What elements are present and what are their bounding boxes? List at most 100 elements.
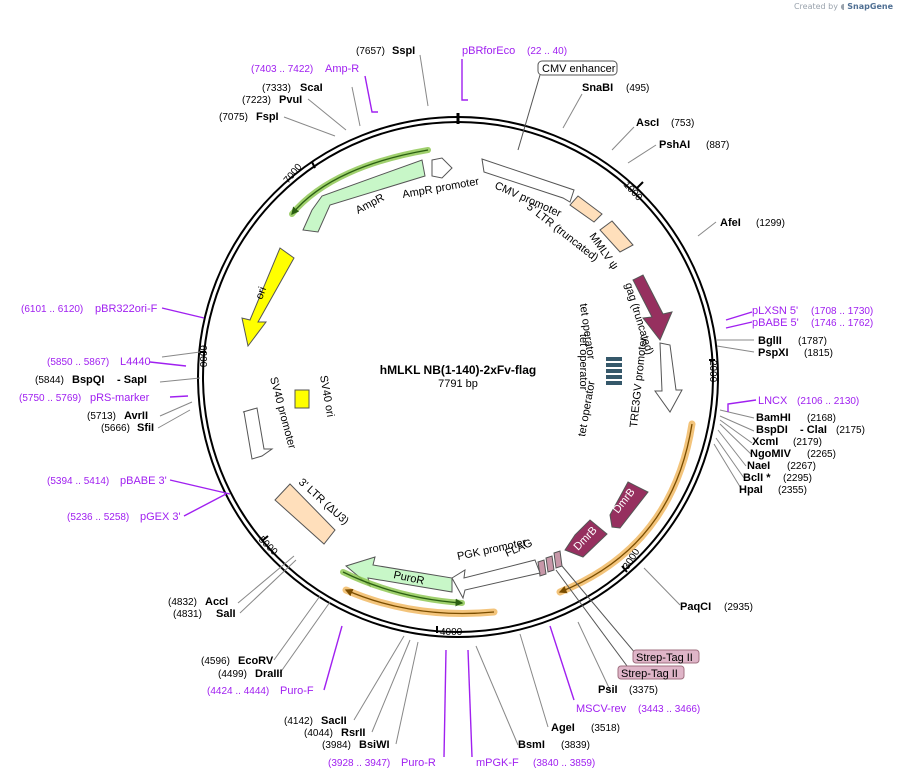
site-xcmi[interactable]: XcmI xyxy=(752,436,778,448)
feature-tre3gv-promoter[interactable] xyxy=(654,342,683,413)
label-strep-tag-2: Strep-Tag II xyxy=(621,668,678,680)
site-bglii[interactable]: BglII xyxy=(758,335,782,347)
label-sv40-ori: SV40 ori xyxy=(317,374,336,418)
feature-flag-3[interactable] xyxy=(553,550,563,569)
primer-pbrforeco[interactable]: pBRforEco xyxy=(462,45,515,57)
feature-ori[interactable] xyxy=(241,247,295,348)
feature-dmrb-1[interactable] xyxy=(609,481,649,529)
site-acci[interactable]: AccI xyxy=(205,596,228,608)
credit-brand: SnapGene xyxy=(847,2,893,11)
primer-puro-r[interactable]: Puro-R xyxy=(401,757,436,769)
site-bcli[interactable]: BclI * xyxy=(743,472,771,484)
backbone xyxy=(197,113,719,638)
primer-puro-f[interactable]: Puro-F xyxy=(280,685,314,697)
site-pos-acci: (4832) xyxy=(168,597,197,608)
feature-3ltr[interactable] xyxy=(274,483,336,545)
primer-pgex3[interactable]: pGEX 3' xyxy=(140,511,181,523)
site-sspi[interactable]: SspI xyxy=(392,45,415,57)
primer-range-pbabe5: (1746 .. 1762) xyxy=(811,318,873,329)
primer-amp-r[interactable]: Amp-R xyxy=(325,63,359,75)
primer-range-pgex3: (5236 .. 5258) xyxy=(67,512,129,523)
site-ngomiv[interactable]: NgoMIV xyxy=(750,448,792,460)
feature-sv40-promoter[interactable] xyxy=(242,407,274,460)
primer-pbabe3[interactable]: pBABE 3' xyxy=(120,475,167,487)
feature-ampr-promoter[interactable] xyxy=(431,157,453,179)
site-pos-hpai: (2355) xyxy=(778,485,807,496)
site-agei[interactable]: AgeI xyxy=(551,722,575,734)
strep-tag-box-2 xyxy=(617,665,685,680)
feature-arrows xyxy=(241,157,683,600)
feature-gag[interactable] xyxy=(632,274,673,341)
feature-mmlv-psi[interactable] xyxy=(599,220,634,253)
primer-mpgk-f[interactable]: mPGK-F xyxy=(476,757,519,769)
feature-sv40-ori[interactable] xyxy=(294,389,310,409)
site-pos-bamhi: (2168) xyxy=(807,413,836,424)
label-tet-operator-2: tet operator xyxy=(577,334,589,391)
green-band-bottom-line xyxy=(342,571,464,607)
site-pos-afei: (1299) xyxy=(756,218,785,229)
primer-range-pbr322ori-f: (6101 .. 6120) xyxy=(21,304,83,315)
site-pos-bspdi: (2175) xyxy=(836,425,865,436)
site-sacii[interactable]: SacII xyxy=(321,715,347,727)
primer-range-prs-marker: (5750 .. 5769) xyxy=(19,393,81,404)
site-pos-draiii: (4499) xyxy=(218,669,247,680)
site-naei[interactable]: NaeI xyxy=(747,460,770,472)
site-afei[interactable]: AfeI xyxy=(720,217,741,229)
label-ori: ori xyxy=(254,285,269,301)
site-pos-fspi: (7075) xyxy=(219,112,248,123)
feature-cmv-promoter[interactable] xyxy=(481,158,575,203)
strep-tag-box-1 xyxy=(632,649,700,664)
site-bspdi[interactable]: BspDI xyxy=(756,424,788,436)
primer-prs-marker[interactable]: pRS-marker xyxy=(90,392,150,404)
site-pos-sfii: (5666) xyxy=(101,423,130,434)
site-pos-snabi: (495) xyxy=(626,83,649,94)
site-pos-bspqi: (5844) xyxy=(35,375,64,386)
site-hpai[interactable]: HpaI xyxy=(739,484,763,496)
site-psii[interactable]: PsiI xyxy=(598,684,618,696)
site-fspi[interactable]: FspI xyxy=(256,111,279,123)
primer-range-pbrforeco: (22 .. 40) xyxy=(527,46,567,57)
site-draiii[interactable]: DraIII xyxy=(255,668,283,680)
primer-pbr322ori-f[interactable]: pBR322ori-F xyxy=(95,303,158,315)
site-sfii[interactable]: SfiI xyxy=(137,422,154,434)
feature-pgk-promoter[interactable] xyxy=(451,559,541,600)
site-bsmi[interactable]: BsmI xyxy=(518,739,545,751)
site-bsiwi[interactable]: BsiWI xyxy=(359,739,390,751)
primer-range-plxsn5: (1708 .. 1730) xyxy=(811,306,873,317)
orange-band-bottom xyxy=(342,586,498,617)
plasmid-name: hMLKL NB(1-140)-2xFv-flag xyxy=(380,363,536,377)
site-ecorv[interactable]: EcoRV xyxy=(238,655,274,667)
site-sali[interactable]: SalI xyxy=(216,608,236,620)
site-pos-asci: (753) xyxy=(671,118,694,129)
site-bamhi[interactable]: BamHI xyxy=(756,412,791,424)
primer-range-puro-r: (3928 .. 3947) xyxy=(328,758,390,769)
snapgene-credit: Created by ◖ SnapGene xyxy=(794,2,893,11)
site-pshai[interactable]: PshAI xyxy=(659,139,690,151)
site-snabi[interactable]: SnaBI xyxy=(582,82,613,94)
plasmid-size: 7791 bp xyxy=(438,378,478,390)
site-asci[interactable]: AscI xyxy=(636,117,659,129)
site-clai[interactable]: - ClaI xyxy=(800,424,827,436)
site-pspxi[interactable]: PspXI xyxy=(758,347,789,359)
site-pvui[interactable]: PvuI xyxy=(279,94,302,106)
feature-5ltr[interactable] xyxy=(569,195,603,223)
credit-prefix: Created by xyxy=(793,2,838,11)
feature-dmrb-2[interactable] xyxy=(564,519,608,558)
site-scai[interactable]: ScaI xyxy=(300,82,323,94)
site-avrii[interactable]: AvrII xyxy=(124,410,148,422)
site-rsrii[interactable]: RsrII xyxy=(341,727,365,739)
feature-ampr[interactable] xyxy=(302,159,426,233)
site-bspqi[interactable]: BspQI xyxy=(72,374,104,386)
primer-pbabe5[interactable]: pBABE 5' xyxy=(752,317,799,329)
site-paqci[interactable]: PaqCI xyxy=(680,601,711,613)
site-pos-sacii: (4142) xyxy=(284,716,313,727)
tick-4000: 4000 xyxy=(440,627,463,638)
primer-range-lncx: (2106 .. 2130) xyxy=(797,396,859,407)
site-sapi[interactable]: - SapI xyxy=(117,374,147,386)
primer-plxsn5[interactable]: pLXSN 5' xyxy=(752,305,798,317)
feature-flag-2[interactable] xyxy=(545,555,555,573)
primer-lncx[interactable]: LNCX xyxy=(758,395,788,407)
primer-range-mpgk-f: (3840 .. 3859) xyxy=(533,758,595,769)
primer-mscv-rev[interactable]: MSCV-rev xyxy=(576,703,627,715)
primer-l4440[interactable]: L4440 xyxy=(120,356,151,368)
